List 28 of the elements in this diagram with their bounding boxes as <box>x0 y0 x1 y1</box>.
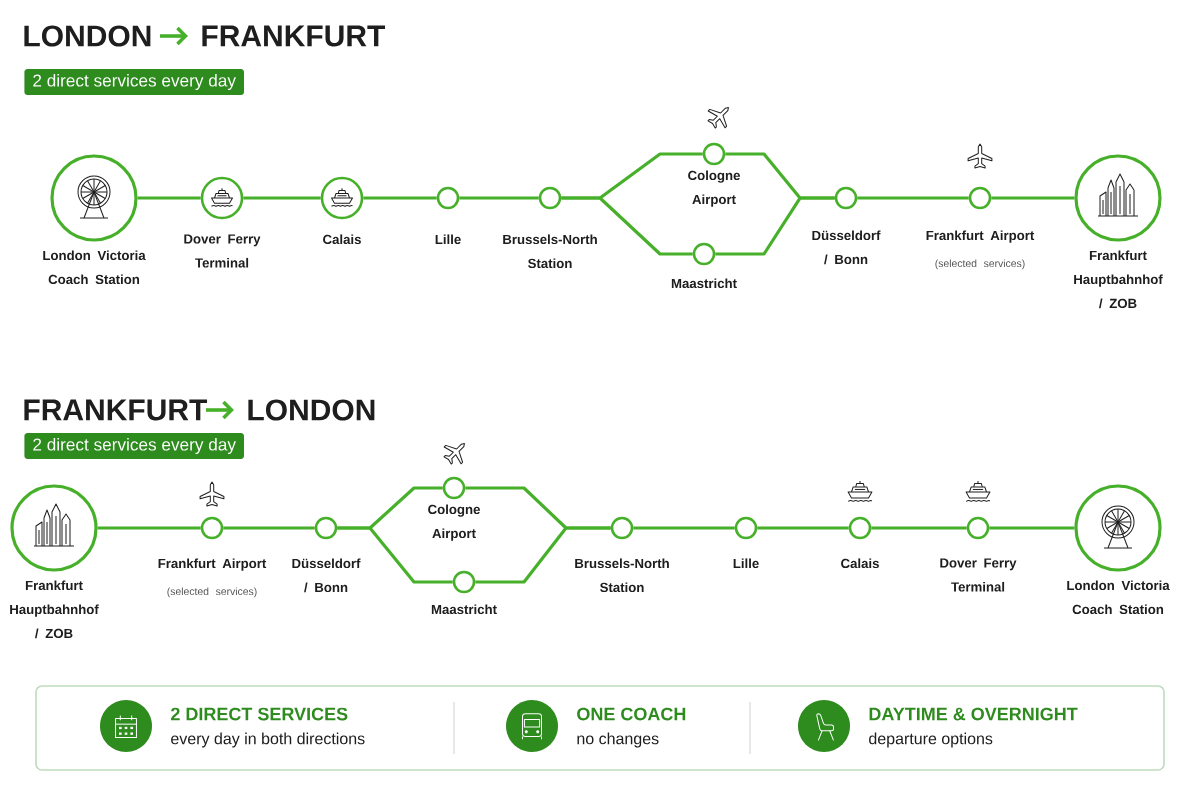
route-line <box>243 196 321 200</box>
route-line <box>97 526 201 530</box>
route-line <box>137 196 201 200</box>
route-line <box>337 526 453 584</box>
feature-heading: ONE COACH <box>577 707 686 721</box>
feature-heading: DAYTIME & OVERNIGHT <box>869 707 1078 721</box>
route-line <box>757 526 849 530</box>
feature-text: departure options <box>869 732 993 748</box>
route-line <box>715 196 835 256</box>
route-line <box>561 196 693 256</box>
route-line <box>991 196 1075 200</box>
title: FRANKFURT <box>202 25 386 47</box>
route-line <box>871 526 967 530</box>
feature-text: no changes <box>577 732 659 748</box>
route-line <box>459 196 539 200</box>
route-line <box>475 526 611 584</box>
title: FRANKFURT <box>24 399 208 421</box>
badge: 2 direct services every day <box>24 433 244 459</box>
route-line <box>633 526 735 530</box>
feature-text: every day in both directions <box>171 732 365 748</box>
route-line <box>989 526 1075 530</box>
badge: 2 direct services every day <box>24 69 244 96</box>
route-line <box>857 196 969 200</box>
feature-heading: 2 DIRECT SERVICES <box>171 707 348 721</box>
title: LONDON <box>24 25 151 47</box>
route-line <box>223 526 315 530</box>
route-line <box>363 196 437 200</box>
title: LONDON <box>248 399 375 421</box>
